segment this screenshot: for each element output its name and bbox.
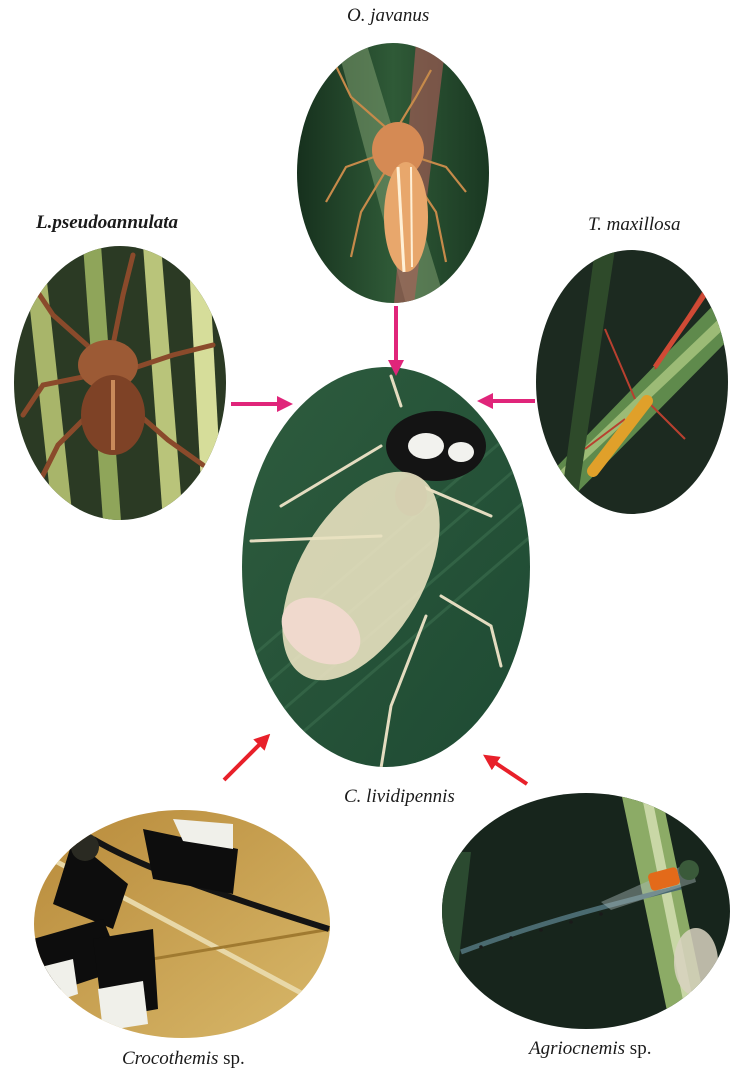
arrow-crocothemis xyxy=(224,738,266,780)
arrow-agriocnemis xyxy=(488,758,527,784)
